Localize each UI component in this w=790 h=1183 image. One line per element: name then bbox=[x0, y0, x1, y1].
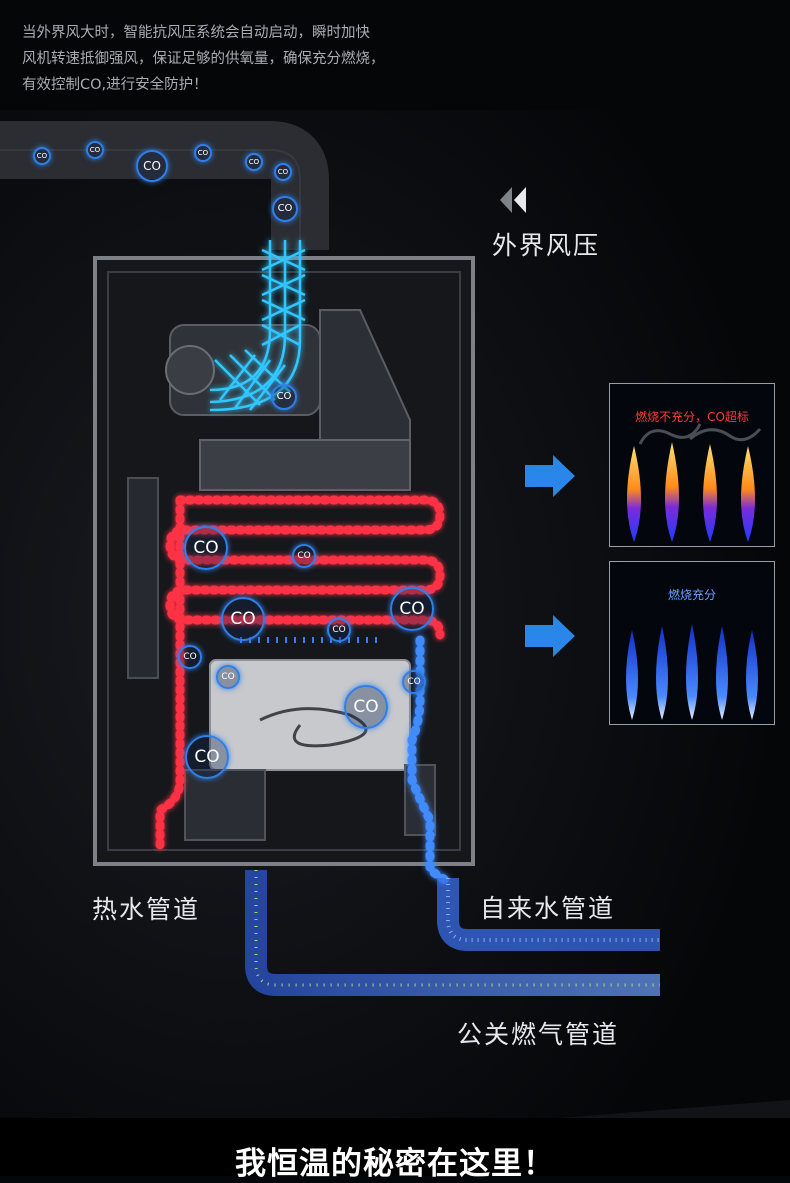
co-bubble: CO bbox=[136, 150, 168, 182]
yellow-flames-icon bbox=[627, 423, 762, 542]
tap-water-pipe bbox=[437, 878, 660, 951]
fan-motor bbox=[165, 345, 215, 395]
wind-pressure-arrow-icon bbox=[500, 187, 526, 213]
intro-line-1: 当外界风大时，智能抗风压系统会自动启动，瞬时加快 bbox=[22, 25, 370, 41]
label-tap-water-pipe: 自来水管道 bbox=[480, 894, 616, 923]
co-bubble: CO bbox=[274, 163, 292, 181]
footer-streak bbox=[560, 1100, 790, 1118]
intro-text: 当外界风大时，智能抗风压系统会自动启动，瞬时加快 风机转速抵御强风，保证足够的供… bbox=[22, 20, 482, 98]
co-bubble: CO bbox=[292, 544, 316, 568]
footer-band bbox=[0, 1118, 790, 1176]
co-bubble: CO bbox=[245, 153, 263, 171]
complete-combustion-panel: 燃烧充分 bbox=[609, 561, 775, 725]
valve-body bbox=[184, 769, 266, 841]
co-bubble: CO bbox=[221, 597, 265, 641]
hot-water-coil bbox=[155, 495, 445, 855]
co-bubble: CO bbox=[327, 618, 351, 642]
co-bubble: CO bbox=[86, 141, 104, 159]
footer-title: 我恒温的秘密在这里！ bbox=[235, 1146, 555, 1182]
burner-tube bbox=[259, 707, 368, 748]
co-bubble: CO bbox=[216, 665, 240, 689]
intro-line-3: 有效控制CO,进行安全防护！ bbox=[22, 77, 208, 93]
complete-combustion-caption: 燃烧充分 bbox=[667, 588, 716, 602]
label-gas-pipe: 公关燃气管道 bbox=[457, 1020, 620, 1049]
co-bubble: CO bbox=[402, 670, 426, 694]
gas-pipe bbox=[245, 870, 660, 996]
cold-water-pipe bbox=[407, 635, 450, 885]
flue-hood bbox=[319, 309, 411, 441]
co-bubble: CO bbox=[272, 196, 298, 222]
air-duct-edge bbox=[0, 149, 301, 250]
intro-line-2: 风机转速抵御强风，保证足够的供氧量，确保充分燃烧， bbox=[22, 51, 385, 67]
co-bubble: CO bbox=[390, 587, 434, 631]
arrow-to-complete-icon bbox=[525, 615, 575, 657]
co-bubble: CO bbox=[33, 147, 51, 165]
co-bubble: CO bbox=[344, 685, 388, 729]
heat-exchanger-top bbox=[199, 439, 411, 491]
blue-flames-icon bbox=[626, 624, 758, 720]
co-bubble: CO bbox=[271, 384, 297, 410]
co-bubble: CO bbox=[194, 144, 212, 162]
co-bubble: CO bbox=[178, 645, 202, 669]
label-wind-pressure: 外界风压 bbox=[492, 231, 601, 260]
co-bubble: CO bbox=[185, 735, 229, 779]
label-hot-water-pipe: 热水管道 bbox=[92, 895, 201, 924]
incomplete-combustion-panel: 燃烧不充分，CO超标 bbox=[609, 383, 775, 547]
incomplete-combustion-caption: 燃烧不充分，CO超标 bbox=[635, 410, 749, 424]
control-panel bbox=[127, 477, 159, 679]
arrow-to-incomplete-icon bbox=[525, 455, 575, 497]
burner-flames bbox=[235, 637, 385, 657]
co-bubble: CO bbox=[184, 526, 228, 570]
